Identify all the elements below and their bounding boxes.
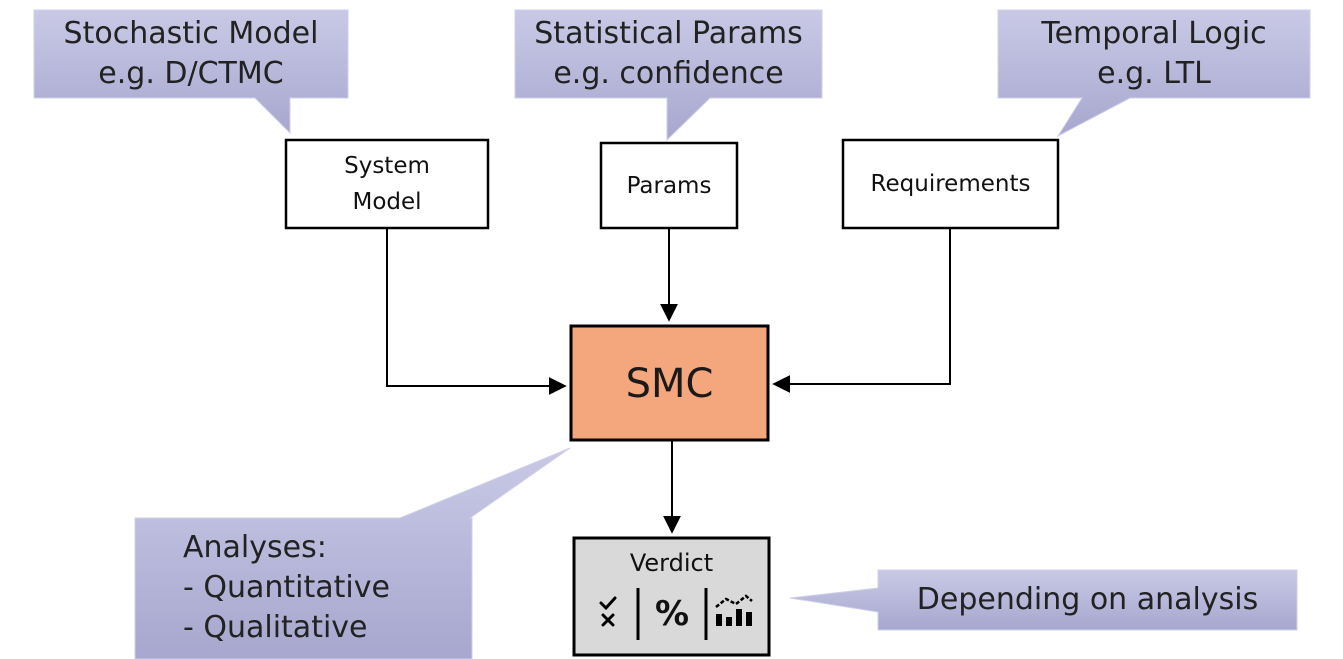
analyses-item-quantitative: - Quantitative xyxy=(183,570,390,605)
verdict-label: Verdict xyxy=(574,546,769,580)
smc-label: SMC xyxy=(571,356,768,412)
system-model-line1: System xyxy=(344,153,430,179)
analyses-callout-text: Analyses: - Quantitative - Qualitative xyxy=(183,528,463,648)
check-cross-icon xyxy=(599,596,617,627)
requirements-connector xyxy=(772,228,951,393)
system-model-line2: Model xyxy=(352,189,422,215)
params-label: Params xyxy=(601,168,737,204)
temporal-callout-text: Temporal Logic e.g. LTL xyxy=(998,14,1310,94)
stochastic-callout-text: Stochastic Model e.g. D/CTMC xyxy=(34,14,348,94)
bar-chart-icon xyxy=(715,594,753,626)
smc-text: SMC xyxy=(625,361,714,407)
temporal-line1: Temporal Logic xyxy=(1041,16,1267,51)
depending-callout xyxy=(789,569,1298,631)
depending-text: Depending on analysis xyxy=(916,582,1259,617)
temporal-callout xyxy=(997,9,1311,138)
system-model-connector xyxy=(386,228,567,395)
percent-symbol: % xyxy=(654,594,690,634)
requirements-box xyxy=(841,138,1060,230)
requirements-label: Requirements xyxy=(843,166,1058,202)
analyses-title: Analyses: xyxy=(183,530,327,565)
statistical-line2: e.g. confidence xyxy=(553,56,784,91)
system-model-label: System Model xyxy=(286,148,488,220)
verdict-box xyxy=(572,536,771,657)
stochastic-line1: Stochastic Model xyxy=(63,16,319,51)
statistical-callout-text: Statistical Params e.g. confidence xyxy=(515,14,822,94)
analyses-callout xyxy=(134,447,571,659)
stochastic-line2: e.g. D/CTMC xyxy=(98,56,284,91)
statistical-line1: Statistical Params xyxy=(534,16,803,51)
params-text: Params xyxy=(626,173,712,199)
requirements-text: Requirements xyxy=(870,171,1031,197)
depending-callout-text: Depending on analysis xyxy=(878,580,1297,620)
params-box xyxy=(599,141,739,230)
temporal-line2: e.g. LTL xyxy=(1097,56,1211,91)
percent-icon: % xyxy=(641,594,703,634)
system-model-box xyxy=(284,138,490,230)
stochastic-callout xyxy=(33,9,349,135)
verdict-text: Verdict xyxy=(629,549,714,577)
analyses-item-qualitative: - Qualitative xyxy=(183,610,368,645)
statistical-callout xyxy=(514,9,823,142)
smc-box xyxy=(569,324,770,442)
